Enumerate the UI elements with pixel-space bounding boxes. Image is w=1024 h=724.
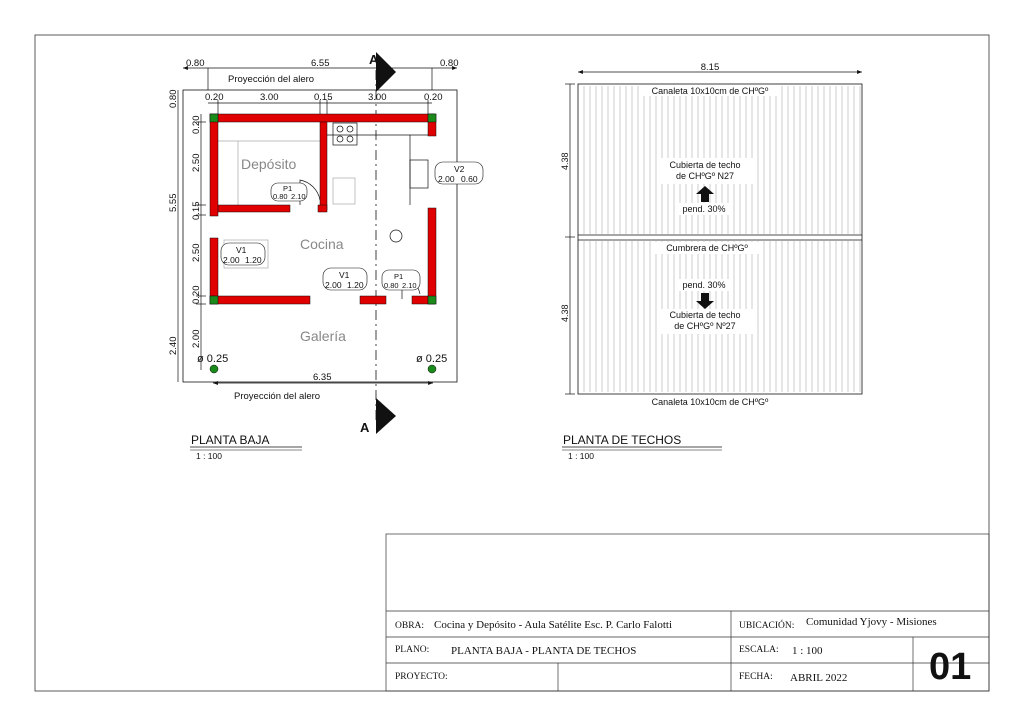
door-p1-cocina-w: 0.80	[384, 281, 399, 290]
proyecto-label: PROYECTO:	[395, 672, 448, 682]
dim-v-wall-mid: 0.15	[191, 202, 202, 221]
roof-cover-top-line1: Cubierta de techo	[669, 160, 740, 170]
window-v1-left-w: 2.00	[223, 255, 240, 265]
sheet-number: 01	[929, 646, 971, 688]
projection-label-top: Proyección del alero	[228, 74, 314, 85]
column-right-label: ø 0.25	[416, 353, 447, 365]
roof-slope-bottom: pend. 30%	[682, 280, 725, 290]
column-right-marker	[427, 364, 437, 374]
wall-columns	[209, 113, 437, 305]
element-tags	[220, 161, 484, 291]
title-block	[385, 533, 990, 692]
sink	[409, 159, 429, 189]
window-v1-front-id: V1	[339, 270, 350, 280]
roof-width: 8.15	[701, 62, 720, 73]
dim-cocina-width: 3.00	[368, 92, 387, 103]
window-v1-left-h: 1.20	[245, 255, 262, 265]
door-p1-deposito-w: 0.80	[273, 192, 288, 201]
dim-total-width: 6.55	[311, 58, 330, 69]
floor-drain	[389, 229, 403, 243]
room-deposito: Depósito	[241, 156, 296, 172]
column-left-label: ø 0.25	[197, 353, 228, 365]
canaleta-top: Canaleta 10x10cm de CHºGº	[652, 86, 769, 96]
section-label-bottom: A	[360, 420, 370, 435]
slope-arrow-down	[696, 293, 714, 309]
roof-slope-length-bottom: 4.38	[560, 304, 570, 322]
dim-galeria-height: 2.40	[168, 337, 179, 356]
ridge-label: Cumbrera de CHºGº	[666, 243, 748, 253]
dim-wall-mid: 0.15	[314, 92, 333, 103]
dim-overall-height: 5.55	[168, 194, 179, 213]
window-v2-id: V2	[454, 164, 465, 174]
door-swing-deposito	[299, 179, 321, 205]
plan-title: PLANTA BAJA	[191, 433, 269, 447]
projection-label-bottom: Proyección del alero	[234, 391, 320, 402]
window-v1-left-id: V1	[236, 245, 247, 255]
dim-v-cocina: 2.50	[191, 244, 202, 263]
roof-scale: 1 : 100	[568, 451, 594, 461]
roof-slope-length-top: 4.38	[560, 152, 570, 170]
roof-cover-bottom-line2: de CHºGº Nº27	[674, 321, 735, 331]
dim-alero-right: 0.80	[440, 58, 459, 69]
window-v2-h: 0.60	[461, 174, 478, 184]
section-label-top: A	[369, 52, 379, 67]
ubicacion-label: UBICACIÓN:	[739, 619, 794, 631]
window-v2-w: 2.00	[438, 174, 455, 184]
door-p1-deposito-id: P1	[283, 184, 292, 193]
plano-value: PLANTA BAJA - PLANTA DE TECHOS	[451, 645, 636, 657]
roof-outline	[577, 83, 863, 395]
dim-wall-right: 0.20	[424, 92, 443, 103]
dim-v-galeria: 2.00	[191, 330, 202, 349]
window-v1-front-h: 1.20	[347, 280, 364, 290]
fecha-value: ABRIL 2022	[790, 672, 847, 684]
window-v1-front-w: 2.00	[325, 280, 342, 290]
door-p1-deposito-h: 2.10	[291, 192, 306, 201]
ubicacion-value: Comunidad Yjovy - Misiones	[806, 616, 937, 628]
roof-cover-bottom-line1: Cubierta de techo	[669, 310, 740, 320]
room-cocina: Cocina	[300, 236, 344, 252]
section-arrow-top	[376, 52, 396, 92]
door-p1-cocina-id: P1	[394, 272, 403, 281]
fecha-label: FECHA:	[739, 672, 773, 682]
dim-v-wall-bottom: 0.20	[191, 286, 202, 305]
roof-plan	[565, 70, 863, 395]
slope-arrow-up	[696, 186, 714, 202]
canaleta-bottom: Canaleta 10x10cm de CHºGº	[652, 397, 769, 407]
roof-slope-top: pend. 30%	[682, 204, 725, 214]
obra-value: Cocina y Depósito - Aula Satélite Esc. P…	[434, 619, 672, 631]
dim-deposito-width: 3.00	[260, 92, 279, 103]
escala-label: ESCALA:	[739, 645, 779, 655]
dim-bottom-width: 6.35	[313, 372, 332, 383]
roof-cover-top-line2: de CHºGº N27	[676, 171, 734, 181]
obra-label: OBRA:	[395, 621, 424, 631]
door-p1-cocina-h: 2.10	[402, 281, 417, 290]
dim-alero-top: 0.80	[168, 90, 179, 109]
room-galeria: Galería	[300, 328, 346, 344]
roof-corrugations	[583, 86, 861, 392]
dim-v-wall-top: 0.20	[191, 116, 202, 135]
dim-wall-left: 0.20	[205, 92, 224, 103]
roof-title: PLANTA DE TECHOS	[563, 433, 681, 447]
stove	[332, 122, 358, 146]
dim-alero-left: 0.80	[186, 58, 205, 69]
plan-scale: 1 : 100	[196, 451, 222, 461]
dim-v-deposito: 2.50	[191, 154, 202, 173]
section-arrow-bottom	[376, 398, 396, 434]
column-left-marker	[209, 364, 219, 374]
ground-floor-plan	[177, 66, 458, 420]
escala-value: 1 : 100	[792, 645, 823, 657]
plano-label: PLANO:	[395, 645, 429, 655]
